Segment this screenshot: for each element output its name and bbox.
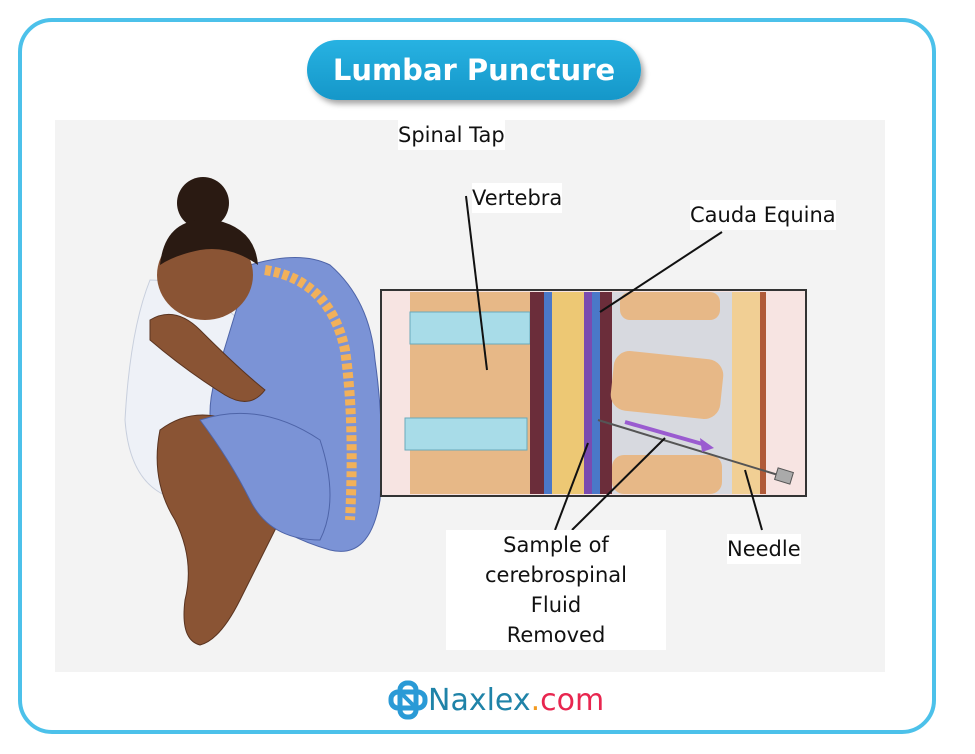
spine (264, 265, 357, 521)
page-title: Lumbar Puncture (307, 40, 641, 100)
label-needle: Needle (727, 534, 801, 564)
label-sample-line2: cerebrospinal (484, 563, 628, 587)
logo-dot: . (530, 682, 541, 718)
patient-arm (149, 313, 266, 402)
hair-bun (177, 177, 229, 229)
outer-frame (18, 18, 936, 734)
label-cauda-equina: Cauda Equina (690, 200, 836, 230)
patient-shorts (199, 412, 331, 541)
logo-name: Naxlex (428, 682, 531, 718)
leader-lines (465, 195, 763, 531)
label-sample-line1: Sample of (503, 533, 609, 557)
spine-cross-section (380, 289, 807, 497)
naxlex-logo-icon (388, 680, 428, 720)
label-sample-line4: Removed (506, 623, 606, 647)
label-spinal-tap: Spinal Tap (398, 120, 505, 150)
logo-tld: com (540, 682, 605, 718)
hair (160, 219, 258, 265)
label-vertebra: Vertebra (472, 183, 563, 213)
label-sample-line3: Fluid (530, 593, 582, 617)
naxlex-logo: Naxlex.com (388, 680, 604, 720)
label-sample-csf: Sample of cerebrospinal Fluid Removed (446, 530, 666, 650)
